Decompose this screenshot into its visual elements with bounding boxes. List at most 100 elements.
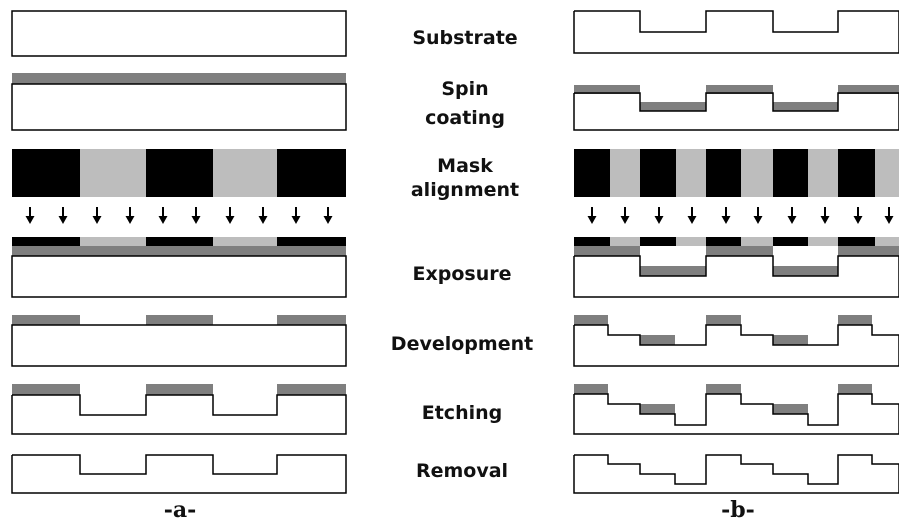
down-arrow-icon	[654, 207, 664, 224]
mask-opaque-region	[706, 149, 741, 197]
exposure-mask-strip	[640, 237, 676, 246]
resist-pattern	[574, 315, 608, 325]
down-arrow-icon	[158, 207, 168, 224]
arrow-head	[291, 216, 301, 224]
panel-b	[573, 10, 899, 494]
label-mask-alignment-line2: alignment	[411, 179, 519, 201]
exposure-mask-strip	[706, 237, 741, 246]
resist-layer	[12, 246, 346, 256]
down-arrow-icon	[291, 207, 301, 224]
developed-substrate	[573, 324, 899, 367]
label-exposure: Exposure	[413, 263, 512, 285]
resist-layer	[773, 266, 838, 276]
down-arrow-icon	[191, 207, 201, 224]
arrow-head	[820, 216, 830, 224]
resist-pattern	[12, 384, 80, 395]
etched-substrate	[11, 394, 347, 435]
arrow-head	[125, 216, 135, 224]
mask-clear-region	[610, 149, 640, 197]
down-arrow-icon	[820, 207, 830, 224]
resist-pattern	[640, 335, 675, 345]
exposure-mask-strip	[12, 237, 80, 246]
label-etching: Etching	[422, 402, 503, 424]
substrate-block	[573, 92, 899, 131]
resist-pattern	[838, 384, 872, 394]
resist-layer	[706, 85, 773, 94]
mask-clear-region	[808, 149, 838, 197]
label-development: Development	[391, 333, 533, 355]
down-arrow-icon	[687, 207, 697, 224]
final-substrate	[573, 454, 899, 494]
arrow-head	[25, 216, 35, 224]
mask-clear-region	[676, 149, 706, 197]
arrow-head	[753, 216, 763, 224]
mask-opaque-region	[838, 149, 875, 197]
label-spin-coating-line1: Spin	[441, 78, 488, 100]
exposure-mask-strip	[146, 237, 213, 246]
exposure-mask-strip	[808, 237, 838, 246]
exposure-mask-strip	[277, 237, 346, 246]
resist-pattern	[773, 404, 808, 414]
exposure-mask-strip	[676, 237, 706, 246]
resist-pattern	[146, 315, 213, 325]
arrow-head	[323, 216, 333, 224]
exposure-mask-strip	[574, 237, 610, 246]
resist-layer	[574, 246, 640, 256]
resist-pattern	[773, 335, 808, 345]
down-arrow-icon	[125, 207, 135, 224]
etched-substrate	[573, 393, 899, 435]
label-substrate: Substrate	[412, 27, 517, 49]
arrow-head	[587, 216, 597, 224]
resist-layer	[773, 102, 838, 111]
substrate-block	[573, 255, 899, 298]
substrate-block	[11, 324, 347, 367]
resist-pattern	[146, 384, 213, 395]
resist-layer	[12, 73, 346, 84]
arrow-head	[225, 216, 235, 224]
resist-pattern	[640, 404, 675, 414]
mask-opaque-region	[277, 149, 346, 197]
down-arrow-icon	[884, 207, 894, 224]
down-arrow-icon	[25, 207, 35, 224]
exposure-mask-strip	[773, 237, 808, 246]
down-arrow-icon	[853, 207, 863, 224]
arrow-head	[92, 216, 102, 224]
resist-layer	[574, 85, 640, 94]
mask-opaque-region	[773, 149, 808, 197]
mask-clear-region	[80, 149, 146, 197]
resist-pattern	[838, 315, 872, 325]
final-substrate	[11, 454, 347, 494]
arrow-head	[787, 216, 797, 224]
arrow-head	[884, 216, 894, 224]
substrate-block	[573, 10, 899, 54]
down-arrow-icon	[787, 207, 797, 224]
resist-pattern	[574, 384, 608, 394]
arrow-head	[191, 216, 201, 224]
down-arrow-icon	[225, 207, 235, 224]
panel-b-label: -b-	[721, 497, 755, 522]
panel-a	[11, 10, 347, 494]
exposure-mask-strip	[80, 237, 146, 246]
mask-opaque-region	[12, 149, 80, 197]
down-arrow-icon	[323, 207, 333, 224]
substrate-block	[11, 83, 347, 131]
resist-layer	[838, 85, 899, 94]
resist-pattern	[706, 315, 741, 325]
arrow-head	[687, 216, 697, 224]
exposure-mask-strip	[213, 237, 277, 246]
down-arrow-icon	[258, 207, 268, 224]
resist-layer	[640, 266, 706, 276]
down-arrow-icon	[721, 207, 731, 224]
mask-clear-region	[741, 149, 773, 197]
panel-a-label: -a-	[164, 497, 197, 522]
step-labels: Substrate Spin coating Mask alignment Ex…	[391, 27, 533, 482]
substrate-block	[11, 255, 347, 298]
down-arrow-icon	[92, 207, 102, 224]
resist-pattern	[277, 384, 346, 395]
resist-pattern	[277, 315, 346, 325]
down-arrow-icon	[587, 207, 597, 224]
mask-opaque-region	[146, 149, 213, 197]
exposure-mask-strip	[838, 237, 875, 246]
mask-opaque-region	[574, 149, 610, 197]
